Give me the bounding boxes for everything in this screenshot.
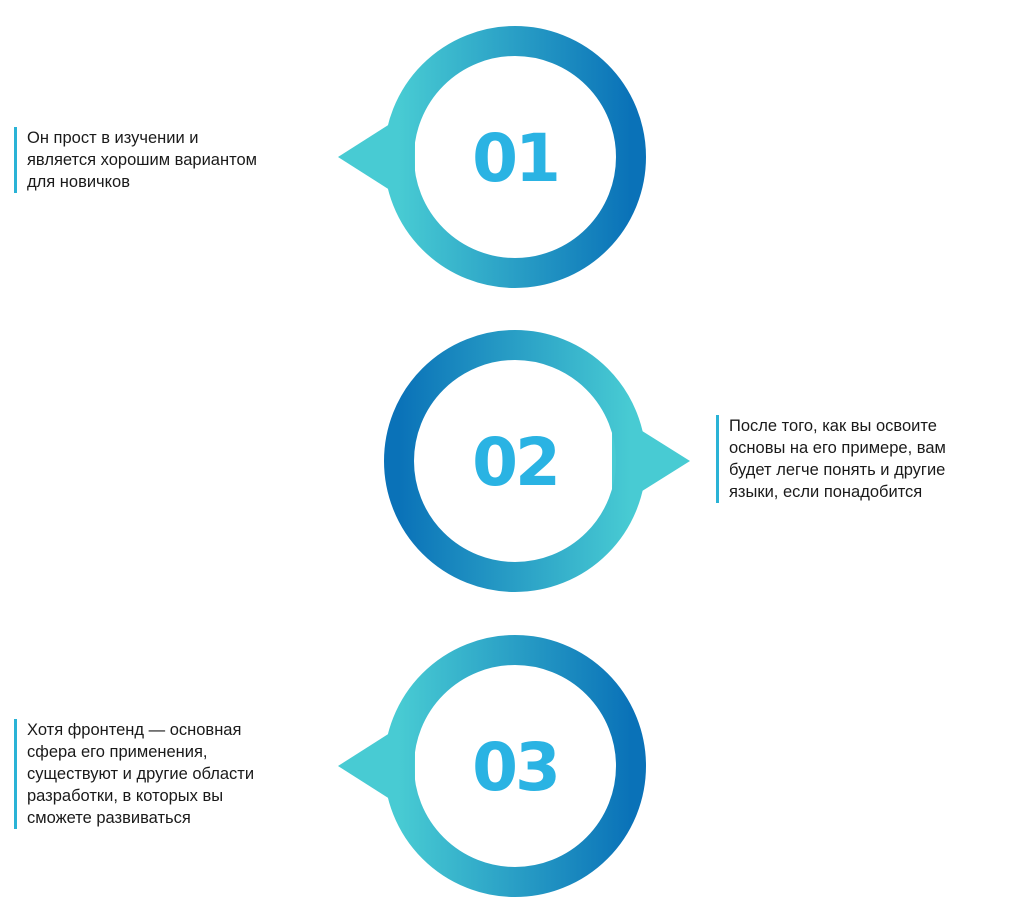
step-text-3: Хотя фронтенд — основная сфера его приме…: [14, 719, 337, 829]
badge-ring-1: [384, 26, 646, 288]
step-number-2: 02: [472, 424, 558, 501]
step-text-2: После того, как вы освоите основы на его…: [716, 415, 1024, 503]
badge-ring-2: [384, 330, 646, 592]
step-badge-2: 02: [384, 330, 690, 592]
step-number-3: 03: [472, 729, 558, 806]
step-badge-1: 01: [338, 26, 646, 288]
step-text-1: Он прост в изучении и является хорошим в…: [14, 127, 337, 193]
step-badge-3: 03: [338, 635, 646, 897]
badge-ring-3: [384, 635, 646, 897]
step-number-1: 01: [472, 120, 558, 197]
